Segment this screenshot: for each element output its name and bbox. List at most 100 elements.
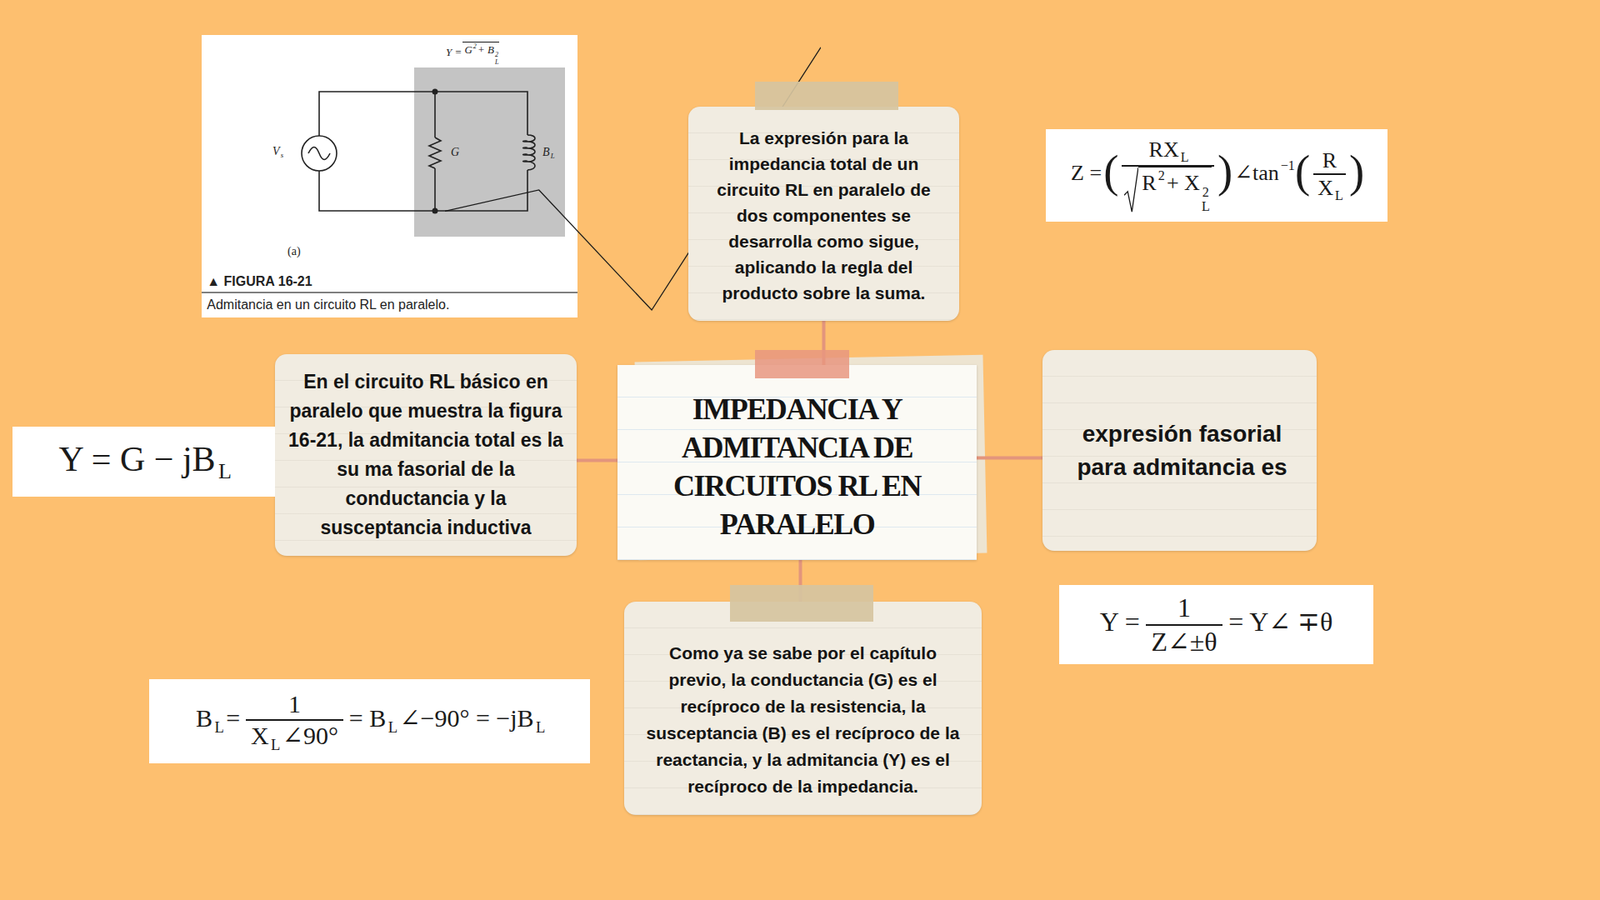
superscript: 2 <box>1201 185 1210 200</box>
sub-superscript: 2L <box>495 51 499 66</box>
math-text: = Y∠ ∓θ <box>1228 606 1333 637</box>
numerator: R <box>1313 147 1346 174</box>
math-text: B <box>195 704 213 732</box>
numerator: 1 <box>245 689 344 720</box>
fraction: RXLR2+ X2L <box>1121 136 1215 215</box>
wires <box>301 91 535 211</box>
figure-label: Vs <box>271 145 284 160</box>
note-card: Como ya se sabe por el capítulo previo, … <box>624 601 982 815</box>
note-card: La expresión para la impedancia total de… <box>688 106 960 321</box>
math-text: R <box>1322 148 1337 173</box>
radical-sign <box>1124 166 1139 215</box>
tape-strip <box>755 350 850 379</box>
math-text: ▲ FIGURA 16-21 <box>206 274 312 289</box>
math-text: G <box>464 43 472 56</box>
subscript: L <box>214 718 224 736</box>
math-text: Y = <box>445 45 462 59</box>
math-text: B <box>542 145 550 159</box>
big-parenthesis: ( <box>1295 145 1310 197</box>
subscript: L <box>550 151 555 160</box>
radicand: R2+ X2L <box>1138 166 1212 215</box>
math-text: Admitancia en un circuito RL en paralelo… <box>206 297 450 312</box>
connector-line <box>576 459 618 463</box>
junction-dot <box>432 89 439 95</box>
note-text: En el circuito RL básico en paralelo que… <box>283 367 569 543</box>
tape-strip <box>730 585 874 622</box>
note-text: Como ya se sabe por el capítulo previo, … <box>639 640 967 800</box>
formula-row: Z =(RXLR2+ X2L)∠tan−1(RXL) <box>1069 136 1365 215</box>
math-text: Z∠±θ <box>1150 626 1217 657</box>
subscript: L <box>1180 150 1190 165</box>
subscript: s <box>280 150 284 160</box>
circuit-figure: Y =G2+ B2LVsGBL(a)▲ FIGURA 16-21Admitanc… <box>201 35 578 318</box>
denominator: R2+ X2L <box>1121 165 1215 215</box>
superscript: 2 <box>473 42 477 50</box>
math-text: + B <box>477 43 495 56</box>
math-text: RX <box>1149 137 1180 162</box>
math-text: X <box>1317 175 1334 200</box>
superscript: −1 <box>1280 158 1295 173</box>
superscript: 2 <box>1158 168 1165 183</box>
math-text: + X <box>1166 170 1200 195</box>
math-text: = <box>225 704 240 732</box>
math-text: Z = <box>1070 160 1102 185</box>
math-text: ∠−90° = −jB <box>399 704 534 732</box>
note-card: expresión fasorial para admitancia es <box>1042 350 1317 551</box>
math-text: ∠tan <box>1234 160 1280 185</box>
figure-label: BL <box>541 145 555 161</box>
big-parenthesis: ( <box>1103 145 1119 197</box>
title-text: IMPEDANCIA Y ADMITANCIA DE CIRCUITOS RL … <box>634 390 960 544</box>
fraction: RXL <box>1313 147 1346 204</box>
denominator: XL <box>1313 173 1346 204</box>
formula-box: Y = G − jBL <box>12 426 275 497</box>
subscript: L <box>270 735 280 753</box>
figure-label: (a) <box>286 245 302 258</box>
figure-label: Admitancia en un circuito RL en paralelo… <box>205 297 451 313</box>
big-parenthesis: ) <box>1217 145 1233 197</box>
fraction: 1Z∠±θ <box>1145 591 1223 658</box>
radicand: G2+ B2L <box>462 41 500 66</box>
junction-dot <box>432 208 439 215</box>
denominator: Z∠±θ <box>1145 624 1223 658</box>
numerator: 1 <box>1145 591 1223 624</box>
formula-box: BL=1XL∠90°= BL∠−90° = −jBL <box>149 679 590 764</box>
denominator: XL∠90° <box>245 719 344 755</box>
tape-strip <box>755 81 899 110</box>
subscript: L <box>1201 200 1210 215</box>
sub-superscript: 2L <box>1201 185 1210 215</box>
formula-row: Y =1Z∠±θ= Y∠ ∓θ <box>1097 591 1335 658</box>
subscript: L <box>1335 188 1344 203</box>
subscript: L <box>535 718 545 736</box>
math-text: G <box>450 145 460 159</box>
square-root: G2+ B2L <box>462 41 500 66</box>
math-text: V <box>272 145 280 158</box>
math-text: ∠90° <box>282 721 339 750</box>
superscript: 2 <box>495 51 499 59</box>
math-text: = B <box>349 704 386 732</box>
formula-box: Y =1Z∠±θ= Y∠ ∓θ <box>1059 585 1374 665</box>
central-topic: IMPEDANCIA Y ADMITANCIA DE CIRCUITOS RL … <box>617 365 977 560</box>
figure-label: Y =G2+ B2L <box>445 41 500 66</box>
big-parenthesis: ) <box>1349 145 1365 197</box>
formula-row: BL=1XL∠90°= BL∠−90° = −jBL <box>194 689 546 755</box>
subscript: L <box>495 59 499 66</box>
subscript: L <box>388 718 398 736</box>
math-text: Y = <box>1100 606 1140 637</box>
figure-label: ▲ FIGURA 16-21 <box>205 274 314 290</box>
fraction: 1XL∠90° <box>245 689 344 755</box>
connector-line <box>976 456 1043 460</box>
caption-rule <box>201 291 578 294</box>
square-root: R2+ X2L <box>1124 166 1212 215</box>
formula-row: Y = G − jBL <box>55 437 232 486</box>
figure-label: G <box>450 145 460 159</box>
math-text: Y = G − jB <box>58 440 215 479</box>
note-text: La expresión para la impedancia total de… <box>701 125 946 306</box>
note-card: En el circuito RL básico en paralelo que… <box>275 354 577 556</box>
subscript: L <box>218 459 232 484</box>
math-text: R <box>1141 170 1156 195</box>
math-text: X <box>250 721 270 750</box>
math-text: 1 <box>288 690 301 718</box>
math-text: (a) <box>287 245 301 258</box>
formula-box: Z =(RXLR2+ X2L)∠tan−1(RXL) <box>1045 129 1388 222</box>
